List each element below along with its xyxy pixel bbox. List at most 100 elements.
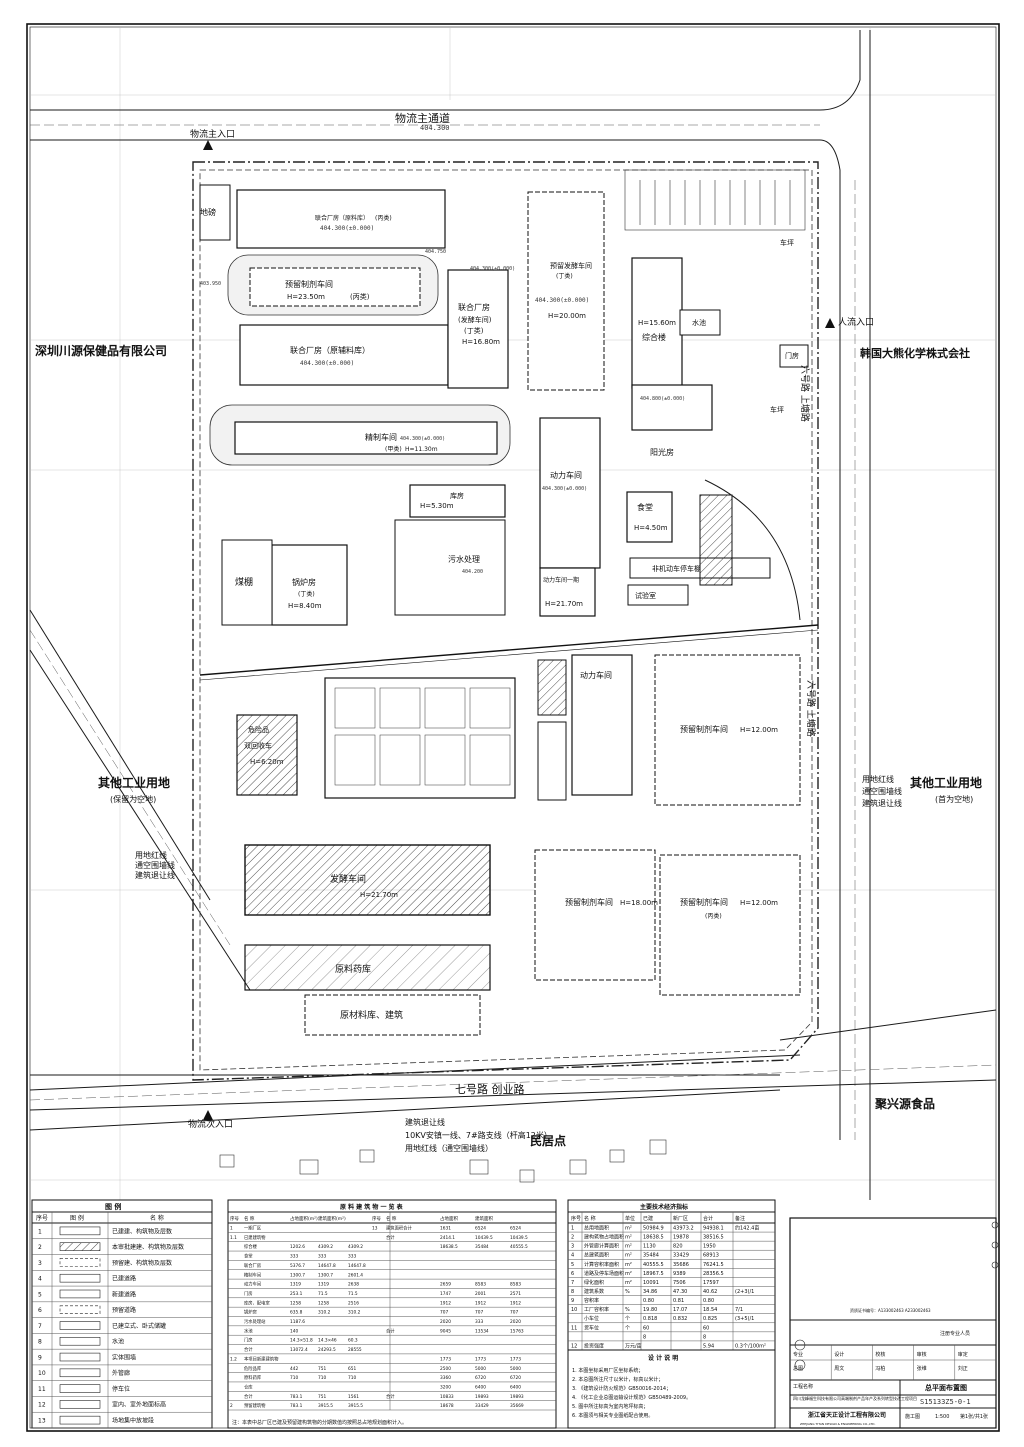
tb-col-header: 校核	[875, 1351, 885, 1358]
btable-cell: 14.3×46	[318, 1338, 337, 1344]
bike-label: 非机动车停车棚	[652, 564, 701, 573]
ferment-workshop	[244, 844, 491, 916]
btable-cell: 310.2	[318, 1310, 331, 1316]
neighbor-west-label: 深圳川源保健品有限公司	[35, 343, 167, 358]
canteen	[626, 491, 673, 543]
reserve-prep4-class: (丙类)	[705, 912, 722, 920]
coal-shed	[221, 539, 273, 626]
ttable-cell: 总建筑面积	[584, 1252, 609, 1259]
tb-col-person: 周文	[834, 1365, 844, 1372]
raw-material-warehouse	[244, 944, 491, 991]
btable-cell: 联合厂房	[244, 1262, 261, 1269]
legend-row-num: 12	[38, 1402, 46, 1409]
btable-header: 建筑面积(m²)	[318, 1215, 346, 1222]
reserve-ferment-elev: 404.300(±0.000)	[535, 297, 589, 304]
btable-cell: 1258	[318, 1300, 329, 1306]
project-name: 四川龙峰福生科技有限公司高端制剂产品年产及系列转型技改工程项目	[793, 1395, 917, 1401]
ttable-cell: 计算容积率面积	[584, 1261, 619, 1268]
btable-cell: 635.8	[290, 1310, 303, 1316]
btable-cell: 18678	[440, 1403, 454, 1409]
reserve-prep4-h: H=12.00m	[740, 899, 778, 907]
ttable-cell: 0.80	[643, 1298, 654, 1304]
prep1-label: 预留制剂车间	[285, 279, 333, 289]
legend-row-num: 11	[38, 1386, 46, 1393]
ttable-cell: 小车位	[584, 1315, 599, 1322]
elev-label-1: 404.300(±0.000)	[470, 266, 515, 272]
hatched-bldg-east	[699, 494, 733, 586]
btable-cell: 1.2	[230, 1356, 237, 1362]
btable-cell: 1747	[440, 1291, 451, 1297]
btable-cell: 预留建筑物	[244, 1402, 266, 1409]
btable-cell: 建筑面积合计	[386, 1225, 412, 1232]
joint2-elev: 404.300(±0.000)	[300, 360, 354, 367]
coordinate-grid	[30, 27, 996, 1200]
btable-cell: 原料药库	[244, 1374, 262, 1381]
water-pool-label: 水池	[692, 318, 706, 327]
btable-cell: 333	[475, 1319, 483, 1325]
legend-row-num: 3	[38, 1260, 42, 1267]
prep1-h: H=23.50m	[287, 293, 325, 301]
reserve-prep2-h: H=12.00m	[740, 726, 778, 734]
ttable-cell: 8	[703, 1334, 706, 1340]
ttable-cell: 34.86	[643, 1289, 657, 1295]
tb-col-header: 专业	[793, 1351, 803, 1358]
reserve-prep3-label: 预留制剂车间	[565, 897, 613, 907]
ferment-h: H=21.70m	[360, 891, 398, 899]
legend-row-name: 停车位	[112, 1385, 130, 1393]
stamps	[794, 1221, 999, 1371]
ttable-header: 已建	[643, 1215, 653, 1222]
btable-cell: 1561	[348, 1394, 359, 1400]
line-land-red: 用地红线	[862, 774, 894, 784]
joint3-class: (丁类)	[464, 326, 484, 335]
canteen-label: 食堂	[637, 502, 653, 512]
btable-cell: 333	[318, 1254, 326, 1260]
btable-cell: 14647.8	[348, 1263, 366, 1269]
btable-cell: 40555.5	[510, 1244, 528, 1250]
legend-h-1: 图 例	[70, 1214, 84, 1222]
ttable-cell: 12	[571, 1343, 577, 1349]
raw-material-building	[304, 994, 481, 1036]
btable-cell: 合计	[244, 1393, 253, 1400]
btable-cell: 18638.5	[440, 1244, 458, 1250]
raw-warehouse-label: 原料药库	[335, 963, 371, 975]
power-workshop-3	[571, 654, 633, 796]
btable-cell: 2020	[440, 1319, 451, 1325]
north-parking	[624, 169, 806, 231]
design-note-line: 6. 本图须与相关专业图纸配合使用。	[572, 1412, 653, 1419]
legend-swatch	[59, 1321, 101, 1330]
ttable-header: 名 称	[584, 1215, 596, 1222]
btable-header: 名 称	[386, 1215, 397, 1222]
btable-cell: 3200	[440, 1384, 451, 1390]
design-note-line: 3. 《建筑设计防火规范》GB50016-2014；	[572, 1385, 671, 1392]
ttable-cell: 18638.5	[643, 1235, 664, 1241]
ttable-header: 新厂区	[673, 1215, 688, 1222]
drawing-frame	[26, 23, 1000, 1432]
labels: 物流主通道 物流主入口 人流入口 六号路 上塘路 六号路 上塘路 深圳川源保健品…	[35, 111, 982, 1153]
btable-cell: 13072.4	[290, 1347, 308, 1353]
tb-col-header: 审核	[917, 1351, 927, 1358]
joint3-label: 联合厂房	[458, 302, 490, 312]
btable-cell: 333	[348, 1254, 356, 1260]
ttable-cell: 0.818	[643, 1316, 657, 1322]
ttable-header: 备注	[735, 1215, 745, 1222]
ttable-cell: (2+3)/1	[735, 1289, 754, 1295]
other-industrial-left-sub: (保留为空地)	[110, 794, 156, 804]
tank-grid	[334, 687, 511, 786]
line-setback: 建筑退让线	[862, 798, 902, 808]
btable-cell: 6720	[510, 1375, 521, 1381]
east-curved-road	[704, 479, 801, 621]
btable-cell: 651	[348, 1366, 356, 1372]
legend-h-0: 序号	[36, 1214, 48, 1222]
ttable-cell: 33429	[673, 1253, 689, 1259]
btable-cell: 71.5	[348, 1291, 358, 1297]
legend-row-num: 13	[38, 1417, 46, 1424]
ttable-cell: 5	[571, 1262, 574, 1268]
btable-cell: 710	[290, 1375, 298, 1381]
btable-cell: 4309.2	[318, 1244, 333, 1250]
btable-cell: 8583	[510, 1282, 521, 1288]
building-table: 原 料 建 筑 物 一 览 表 序号名 称占地面积(m²)建筑面积(m²)序号名…	[227, 1199, 557, 1429]
reserve-prep3-h: H=18.00m	[620, 899, 658, 907]
ttable-cell: 1	[571, 1226, 574, 1232]
boiler-room	[271, 544, 348, 626]
parking2-label: 车坪	[770, 405, 784, 414]
